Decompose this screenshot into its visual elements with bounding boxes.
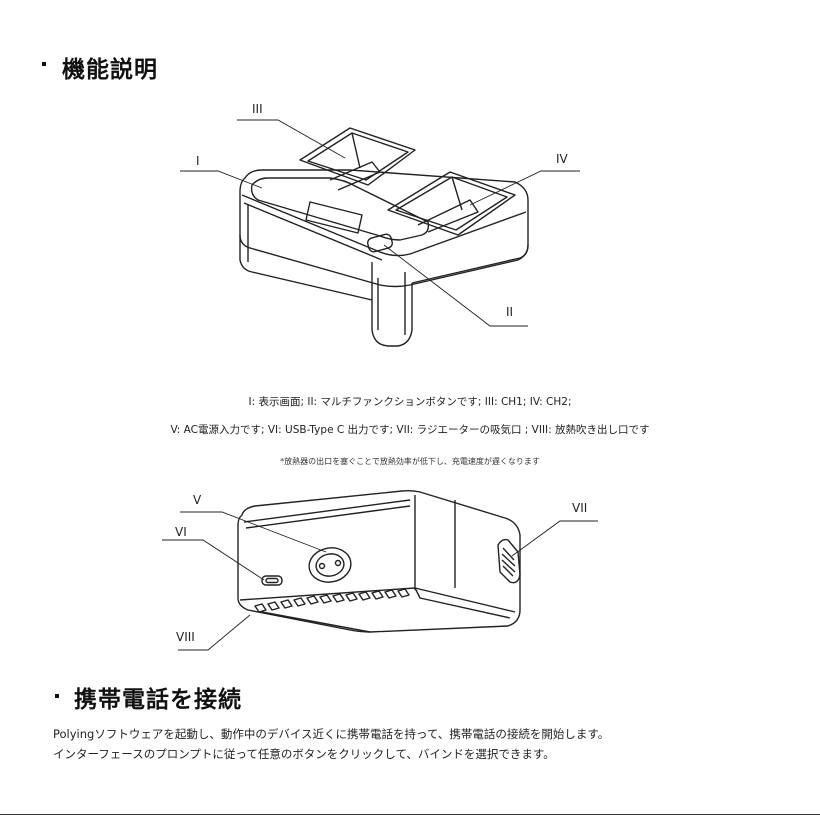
page-bottom-rule bbox=[0, 814, 820, 815]
callout-label-v: V bbox=[193, 493, 202, 507]
connect-instructions-line-1: Polyingソフトウェアを起動し、動作中のデバイス近くに携帯電話を持って、携帯… bbox=[53, 724, 609, 744]
section-title-connect-phone: 携帯電話を接続 bbox=[74, 680, 242, 714]
callout-label-vi: VI bbox=[175, 525, 187, 539]
connect-instructions: Polyingソフトウェアを起動し、動作中のデバイス近くに携帯電話を持って、携帯… bbox=[53, 724, 609, 764]
callout-label-vii: VII bbox=[572, 501, 587, 515]
connect-instructions-line-2: インターフェースのプロンプトに従って任意のボタンをクリックして、バインドを選択で… bbox=[53, 744, 609, 764]
section-bullet bbox=[55, 694, 59, 698]
callout-label-viii: VIII bbox=[176, 630, 195, 644]
